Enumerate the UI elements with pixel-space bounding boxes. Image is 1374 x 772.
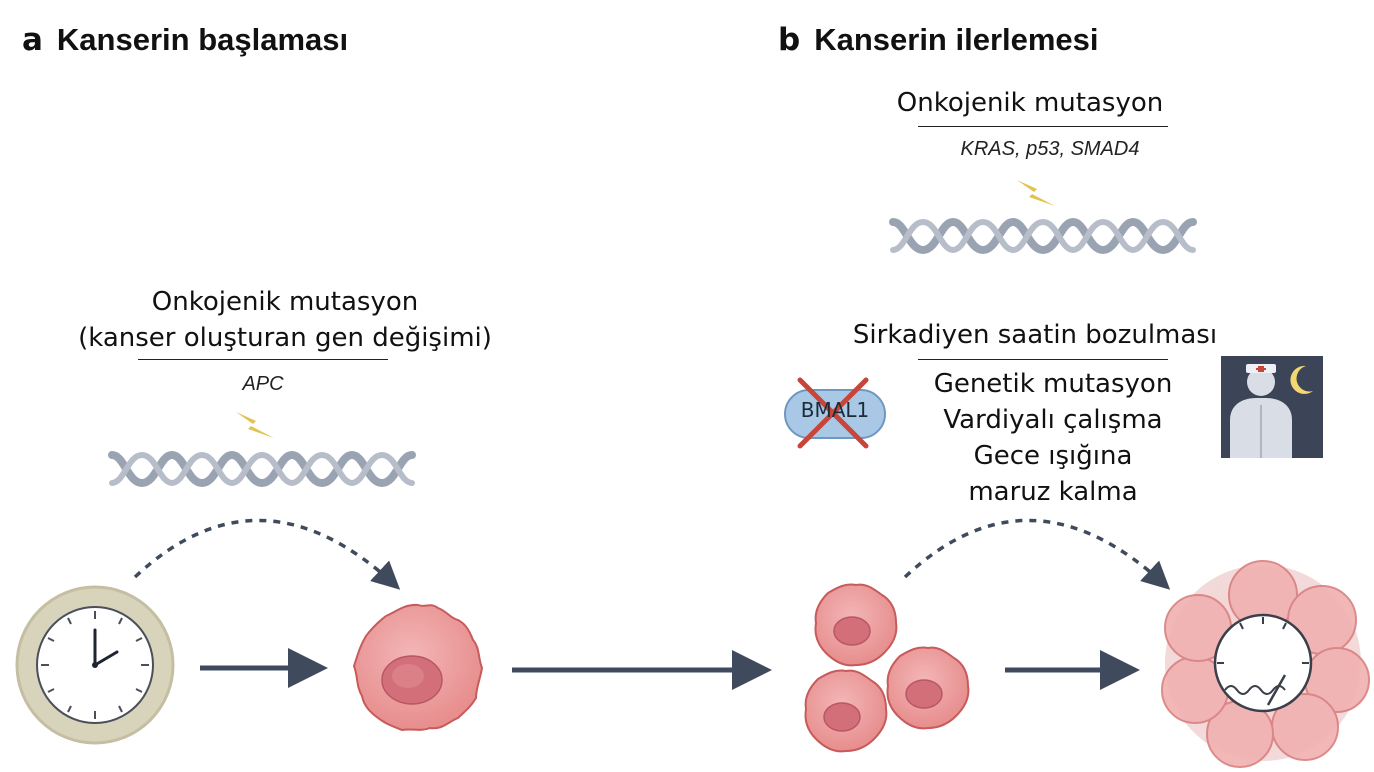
night-shift-worker-icon: [1221, 356, 1323, 458]
cause-shift-work: Vardiyalı çalışma: [943, 405, 1163, 435]
crossed-out-icon: [797, 377, 869, 449]
panel-a-mutation-subtitle: (kanser oluşturan gen değişimi): [78, 323, 492, 353]
cause-genetic-mutation: Genetik mutasyon: [933, 369, 1173, 399]
cancer-cell-cluster: [804, 583, 970, 753]
panel-a-lightning-bolt-icon: [236, 412, 274, 438]
panel-b-lightning-bolt-icon: [1017, 180, 1055, 206]
panel-b-rule-mid: [918, 359, 1168, 360]
panel-b-heading: b Kanserin ilerlemesi: [778, 20, 1099, 60]
panel-a-gene: APC: [242, 373, 284, 395]
panel-b-rule-top: [918, 126, 1168, 127]
panel-b-mutation-title: Onkojenik mutasyon: [896, 88, 1164, 118]
panel-b-letter: b: [778, 22, 801, 58]
panel-b-genes: KRAS, p53, SMAD4: [960, 138, 1140, 160]
panel-b-title: Kanserin ilerlemesi: [814, 22, 1099, 57]
panel-a-letter: a: [22, 22, 43, 58]
bmal1-label: BMAL1: [800, 398, 870, 422]
cause-night-light: Gece ışığına: [973, 441, 1133, 471]
moon-icon: [1290, 365, 1313, 394]
clock-icon: [15, 585, 175, 745]
cluster-cell-bottom: [804, 669, 888, 753]
panel-b-disruption-title: Sirkadiyen saatin bozulması: [852, 320, 1218, 350]
cause-exposure: maruz kalma: [968, 477, 1138, 507]
cluster-cell-top: [814, 583, 898, 667]
panel-a-rule: [138, 359, 388, 360]
cluster-cell-right: [886, 646, 970, 730]
panel-a-title: Kanserin başlaması: [56, 22, 349, 57]
panel-a-dashed-arrow: [133, 518, 401, 590]
panel-a-mutation-title: Onkojenik mutasyon: [151, 287, 419, 317]
panel-a-dna-icon: [112, 455, 412, 483]
tumor-icon: [1161, 560, 1370, 768]
panel-b-dashed-arrow: [903, 518, 1171, 590]
panel-a-heading: a Kanserin başlaması: [22, 20, 348, 60]
panel-b-dna-icon: [893, 222, 1193, 250]
cancer-cell-icon: [352, 603, 484, 732]
